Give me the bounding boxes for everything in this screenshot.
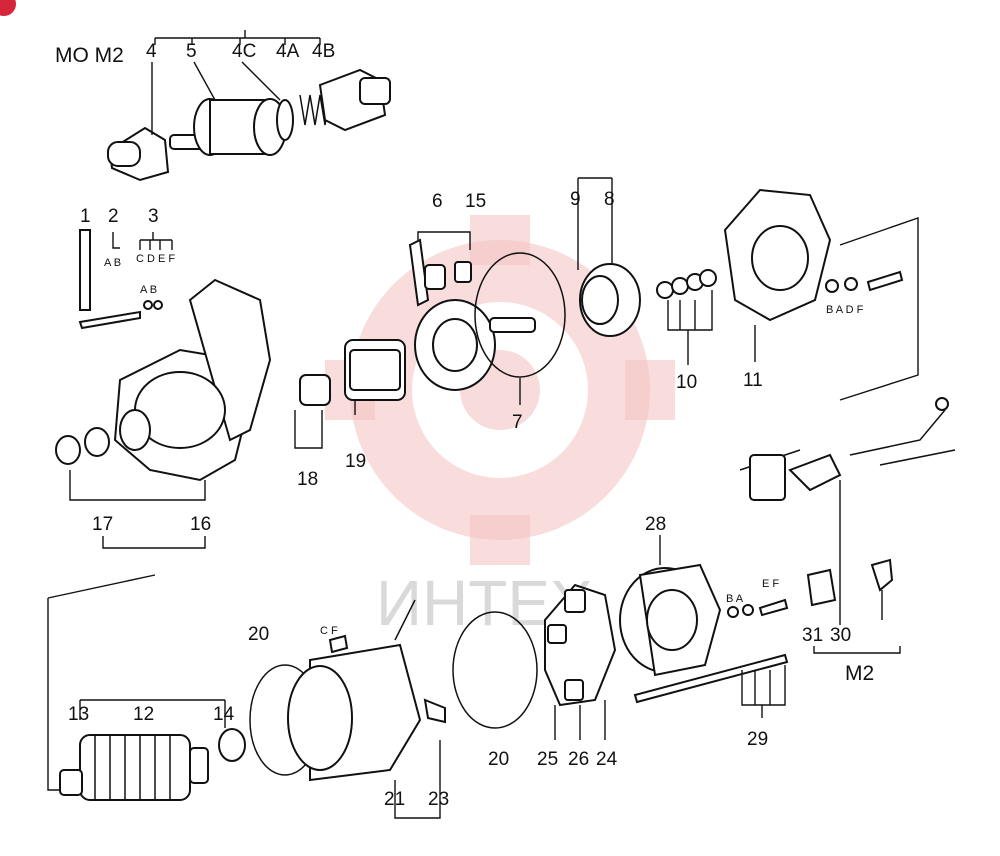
bracket-6 [417, 231, 471, 250]
drive-pinion-18 [344, 339, 406, 415]
label-part-10: 10 [676, 372, 697, 393]
commutator-end-housing-27 [619, 563, 722, 677]
group-label-mo-m2: MO M2 [55, 44, 124, 67]
circlip-7 [474, 252, 566, 378]
screw-2 [78, 310, 141, 330]
label-part-4a: 4A [276, 41, 300, 62]
label-part-24: 24 [596, 749, 618, 770]
bracket-4-group [154, 30, 321, 45]
variant-letters-ba: B A [726, 593, 744, 605]
bracket-armature [47, 574, 156, 791]
label-part-13: 13 [68, 704, 89, 725]
lead-17 [294, 410, 323, 449]
label-part-16: 17 [92, 514, 113, 535]
label-part-7: 7 [512, 412, 523, 433]
screw-cf [328, 634, 349, 654]
bracket-28 [741, 665, 786, 718]
variant-letters-2: A B [104, 257, 121, 269]
yoke-21 [249, 599, 446, 782]
bracket-16-15-bottom [102, 536, 206, 549]
label-part-23: 23 [428, 789, 449, 810]
variant-letters-3: C D E F [136, 253, 175, 265]
through-bolt-28 [633, 653, 789, 704]
seal-20 [452, 611, 538, 729]
label-part-20-right: 20 [488, 749, 509, 770]
brush-holder [544, 583, 617, 707]
pinion-17 [299, 374, 331, 406]
label-part-15: 16 [190, 514, 211, 535]
label-part-28: 29 [747, 729, 768, 750]
bracket-21-23 [394, 740, 441, 819]
bracket-10 [667, 290, 713, 365]
armature-12 [59, 728, 246, 801]
cap-30 [806, 568, 837, 607]
corner-marker [0, 0, 16, 16]
label-part-8: 8 [604, 189, 615, 210]
end-cover-11 [723, 188, 832, 322]
label-part-19: 15 [465, 191, 486, 212]
label-part-9: 9 [570, 189, 581, 210]
label-part-14: 14 [213, 704, 235, 725]
label-part-6: 6 [432, 191, 443, 212]
lead-3 [139, 232, 173, 250]
variant-letters-cf: C F [320, 625, 338, 637]
washers-10 [656, 269, 717, 299]
variant-letters-ab-left: A B [140, 284, 157, 296]
label-part-25: 25 [537, 749, 558, 770]
drive-end-housing [55, 278, 272, 482]
screw-ef [758, 598, 789, 617]
bracket-8-9 [577, 177, 613, 270]
label-part-4b: 4B [312, 41, 335, 62]
label-part-3: 3 [148, 206, 159, 227]
lead-2 [112, 232, 120, 249]
solenoid-parts [107, 61, 391, 182]
label-part-4: 4 [146, 41, 157, 62]
label-part-12: 12 [133, 704, 154, 725]
bracket-15-16 [69, 470, 206, 501]
variant-letters-badf: B A D F [826, 304, 864, 316]
label-part-30: 31 [802, 625, 823, 646]
label-part-1: 1 [80, 206, 91, 227]
cap-31 [870, 558, 894, 592]
label-part-26: 26 [568, 749, 589, 770]
leads-24-26 [554, 700, 606, 740]
group-label-m2: M2 [845, 662, 874, 685]
label-part-17: 18 [297, 469, 318, 490]
label-part-20-left: 20 [248, 624, 269, 645]
label-part-2: 2 [108, 206, 119, 227]
terminal-cable-29 [739, 397, 956, 501]
bracket-12-13-14 [79, 699, 226, 728]
label-part-11: 11 [743, 370, 763, 391]
bracket-11-bolt [839, 217, 919, 401]
label-part-18: 19 [345, 451, 366, 472]
label-part-27: 28 [645, 514, 666, 535]
variant-letters-ef: E F [762, 578, 779, 590]
bracket-m2 [813, 646, 901, 654]
label-part-21: 21 [384, 789, 405, 810]
label-part-5: 5 [186, 41, 197, 62]
lever-assembly [408, 238, 536, 391]
label-part-4c: 4C [232, 41, 256, 62]
bolt-1 [79, 229, 91, 311]
label-part-29: 30 [830, 625, 851, 646]
bearing-8-9 [579, 263, 641, 337]
